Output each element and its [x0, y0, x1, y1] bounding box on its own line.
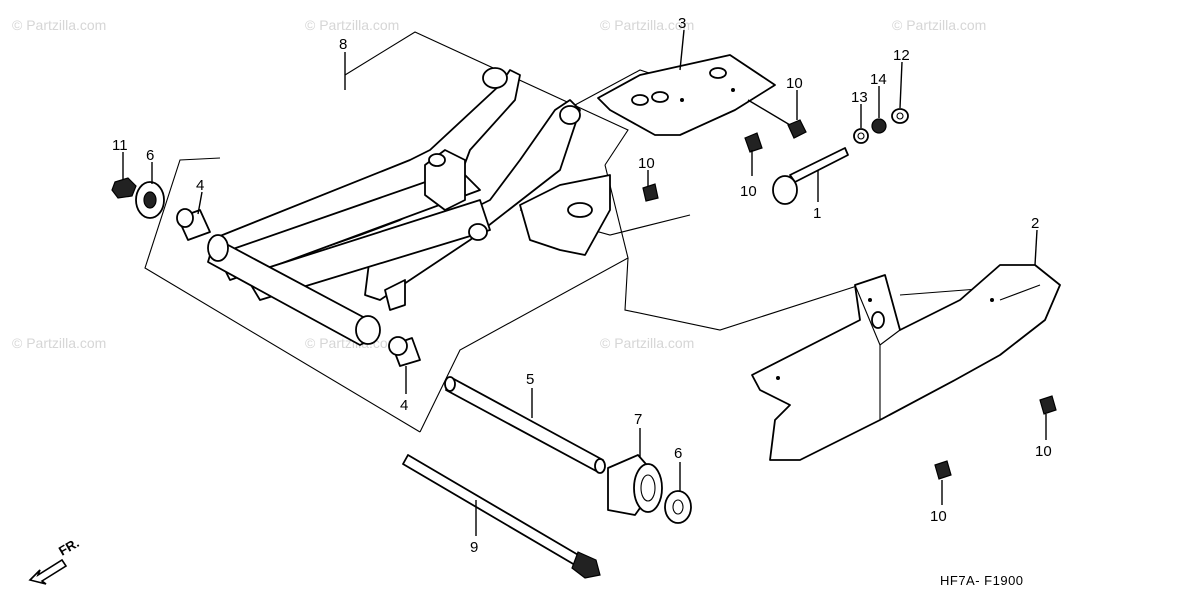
watermarks: © Partzilla.com © Partzilla.com © Partzi…: [12, 17, 986, 351]
assembly-outline: [144, 31, 1031, 433]
callout-9: 9: [470, 539, 478, 556]
callout-8: 8: [339, 36, 347, 53]
bushing-part-4[interactable]: [388, 336, 421, 367]
callout-10: 10: [1035, 443, 1052, 460]
bushing-part-4[interactable]: [176, 208, 211, 241]
washer-part-13[interactable]: [853, 128, 869, 144]
callout-6: 6: [674, 445, 682, 462]
bracket-part-3[interactable]: [597, 54, 776, 136]
callout-11: 11: [112, 137, 128, 154]
callout-5: 5: [526, 371, 534, 388]
watermark-text: © Partzilla.com: [305, 17, 399, 33]
callouts: 8 3 10 12 14 13 11 6 4 10 10 1 2 4 5 7 6…: [112, 15, 1052, 556]
bolt-part-10[interactable]: [934, 460, 952, 480]
watermark-text: © Partzilla.com: [12, 335, 106, 351]
diagram-code: HF7A- F1900: [940, 573, 1024, 588]
callout-4: 4: [196, 177, 204, 194]
watermark-text: © Partzilla.com: [12, 17, 106, 33]
callout-6: 6: [146, 147, 154, 164]
callout-1: 1: [813, 205, 821, 222]
callout-2: 2: [1031, 215, 1039, 232]
nut-part-11[interactable]: [111, 177, 137, 199]
adjuster-bolt-part-1[interactable]: [772, 147, 849, 205]
callout-12: 12: [893, 47, 910, 64]
callout-14: 14: [870, 71, 887, 88]
seal-part-6[interactable]: [135, 181, 165, 219]
callout-10: 10: [740, 183, 757, 200]
front-direction-arrow: FR.: [28, 535, 82, 585]
bolt-part-10[interactable]: [642, 183, 659, 202]
callout-7: 7: [634, 411, 642, 428]
bolt-part-10[interactable]: [744, 132, 763, 153]
nut-part-12[interactable]: [891, 108, 909, 124]
watermark-text: © Partzilla.com: [600, 335, 694, 351]
callout-4: 4: [400, 397, 408, 414]
leader-lines: [122, 29, 1047, 536]
callout-10: 10: [930, 508, 947, 525]
watermark-text: © Partzilla.com: [600, 17, 694, 33]
callout-13: 13: [851, 89, 868, 106]
pivot-bolt-part-9[interactable]: [402, 454, 601, 579]
swingarm-part[interactable]: [209, 67, 611, 311]
callout-10: 10: [638, 155, 655, 172]
collar-part-5[interactable]: [444, 376, 606, 474]
seal-part-6[interactable]: [664, 490, 692, 524]
direction-label: FR.: [56, 535, 82, 558]
bearing-part-7[interactable]: [607, 454, 663, 516]
callout-3: 3: [678, 15, 686, 32]
nut-part-14[interactable]: [871, 118, 887, 134]
callout-10: 10: [786, 75, 803, 92]
pivot-tube[interactable]: [207, 234, 381, 346]
mudguard-part-2[interactable]: [751, 264, 1061, 461]
bolt-part-10[interactable]: [1039, 395, 1057, 415]
watermark-text: © Partzilla.com: [892, 17, 986, 33]
bolt-part-10[interactable]: [787, 119, 807, 139]
